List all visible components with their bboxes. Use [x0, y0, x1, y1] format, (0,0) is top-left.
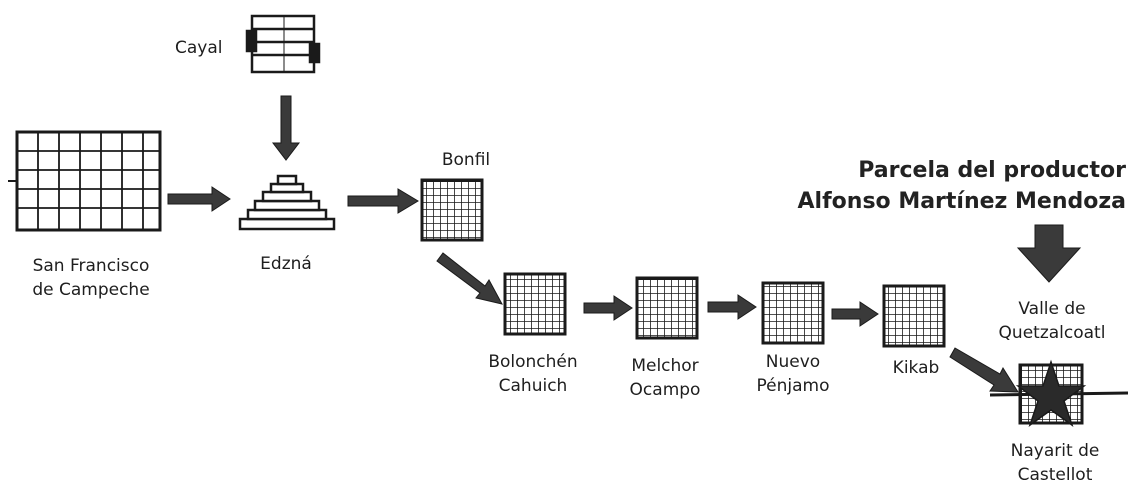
label-edzna: Edzná — [260, 254, 312, 274]
label-san-francisco-de-campeche: San Francisco de Campeche — [32, 254, 149, 302]
arrow-bolonchen-melchor — [583, 295, 633, 321]
stacked-blocks-icon — [245, 14, 321, 74]
town-grid-icon — [882, 284, 946, 348]
label-line: San Francisco — [32, 256, 150, 276]
arrow-nuevo-kikab — [831, 301, 879, 327]
label-parcela-del-productor: Parcela del productor Alfonso Martínez M… — [798, 155, 1126, 217]
arrow-cayal-edzna — [271, 95, 301, 161]
label-line: Quetzalcoatl — [998, 323, 1106, 343]
label-bolonchen-cahuich: Bolonchén Cahuich — [488, 350, 577, 398]
label-line: Ocampo — [629, 380, 701, 400]
town-grid-icon — [635, 276, 699, 340]
label-line: Alfonso Martínez Mendoza — [797, 189, 1126, 214]
town-grid-icon — [503, 272, 567, 336]
arrow-edzna-bonfil — [347, 188, 419, 214]
label-line: Bolonchén — [488, 352, 578, 372]
label-line: de Campeche — [32, 280, 150, 300]
label-bonfil: Bonfil — [441, 150, 491, 170]
label-line: Castellot — [1017, 465, 1093, 485]
town-grid-icon — [420, 178, 484, 242]
label-nuevo-penjamo: Nuevo Pénjamo — [757, 350, 830, 398]
label-kikab: Kikab — [892, 358, 940, 378]
town-grid-icon — [761, 281, 825, 345]
label-melchor-ocampo: Melchor Ocampo — [630, 354, 701, 402]
label-line: Pénjamo — [756, 376, 830, 396]
arrow-bonfil-bolonchen — [436, 252, 503, 305]
label-line: Melchor — [631, 356, 699, 376]
arrow-parcela-down — [1016, 224, 1082, 283]
label-nayarit-de-castellot: Nayarit de Castellot — [1011, 439, 1100, 487]
label-line: Nayarit de — [1010, 441, 1100, 461]
arrow-melchor-nuevo — [707, 294, 757, 320]
label-line: Nuevo — [765, 352, 821, 372]
label-valle-de-quetzalcoatl: Valle de Quetzalcoatl — [999, 297, 1106, 345]
star-icon — [1015, 359, 1087, 427]
label-cayal: Cayal — [175, 38, 223, 58]
pyramid-icon — [238, 174, 336, 231]
label-line: Cahuich — [498, 376, 568, 396]
arrow-kikab-nayarit — [949, 347, 1019, 393]
label-line: Valle de — [1018, 299, 1086, 319]
city-grid-icon — [8, 130, 162, 232]
label-line: Parcela del productor — [858, 158, 1126, 183]
arrow-campeche-edzna — [167, 186, 231, 212]
